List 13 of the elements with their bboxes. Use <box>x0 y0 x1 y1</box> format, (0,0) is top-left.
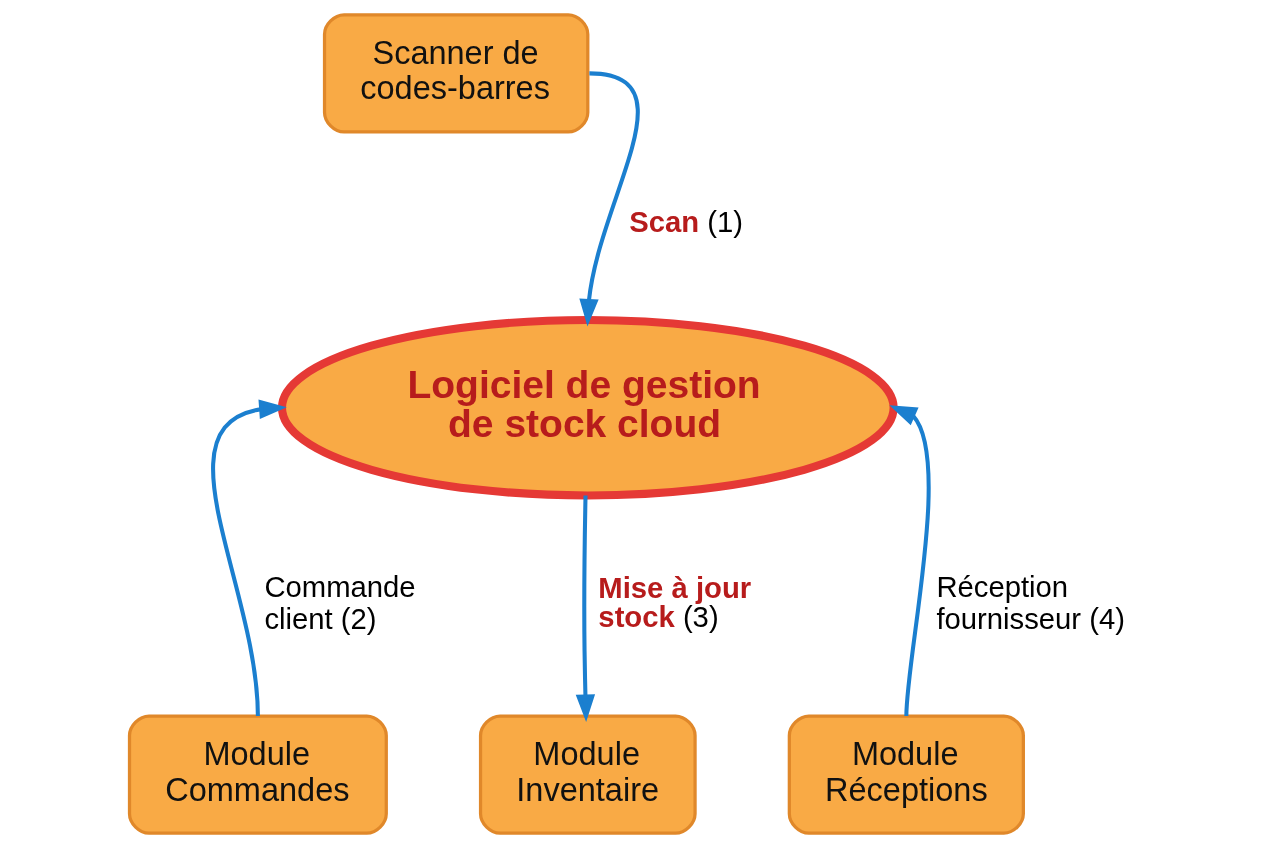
arrow <box>575 495 595 723</box>
node-ellipse: Logiciel de gestion de stock cloud <box>277 315 898 500</box>
node-box: Module Commandes <box>127 714 388 835</box>
edge-label: Mise à jour stock (3) <box>597 572 751 634</box>
edge-label: Réception fournisseur (4) <box>935 570 1125 635</box>
edge-label: Commande client (2) <box>263 570 416 635</box>
node-box: Module Inventaire <box>478 714 697 835</box>
node-box: Module Réceptions <box>787 714 1025 835</box>
edge-label: Scan (1) <box>628 205 743 238</box>
node-box: Scanner de codes-barres <box>322 13 589 134</box>
arrow <box>578 71 640 327</box>
arrow <box>888 405 931 717</box>
arrow <box>210 399 287 717</box>
